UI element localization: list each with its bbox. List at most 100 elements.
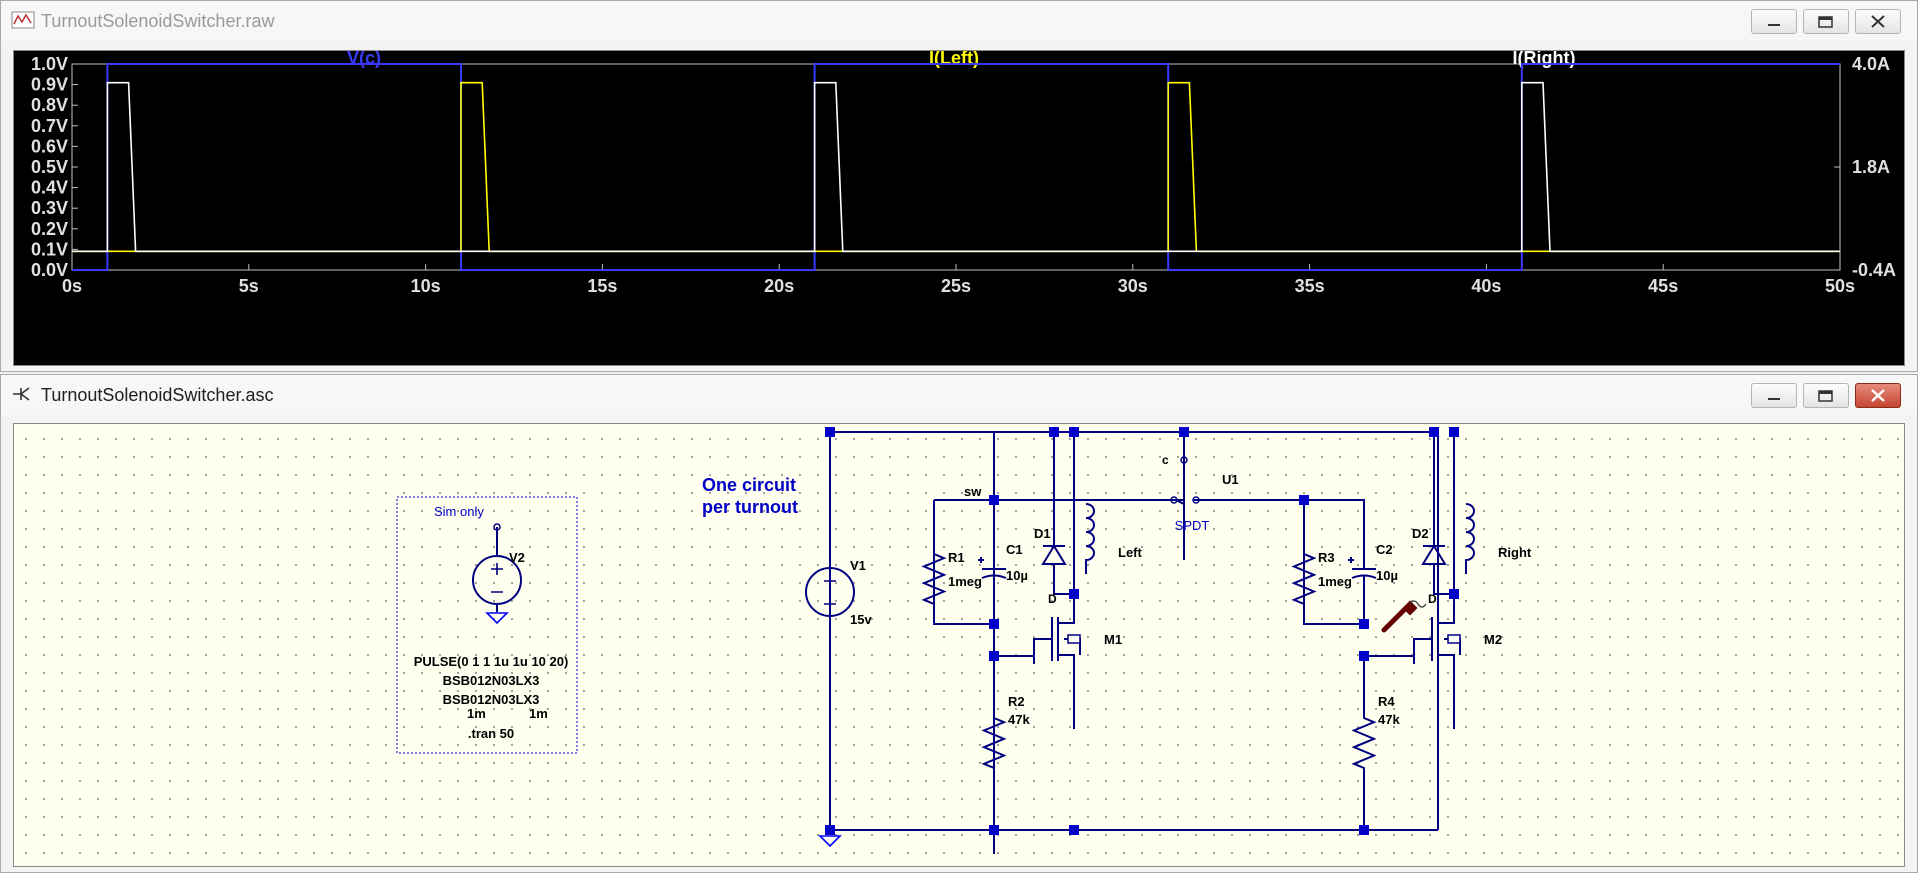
wire-junction <box>1449 427 1459 437</box>
left-solenoid-label: Left <box>1118 545 1143 560</box>
spdt-label: SPDT <box>1175 518 1210 533</box>
schematic-maximize-button[interactable] <box>1803 383 1849 408</box>
plot-close-button[interactable] <box>1855 9 1901 34</box>
note-line-1: One circuit <box>702 475 796 495</box>
plot-frame <box>71 63 1841 271</box>
restore-icon <box>1818 16 1833 28</box>
wire-d1 <box>1053 432 1074 595</box>
v1-source-icon[interactable] <box>805 567 855 617</box>
r3-label: R3 <box>1318 550 1335 565</box>
v2-polarity-icon <box>491 563 503 593</box>
series-line[interactable] <box>72 81 1840 253</box>
d2-model: D <box>1428 592 1437 606</box>
r2-resistor[interactable] <box>981 656 1007 830</box>
wire-junction <box>1069 427 1079 437</box>
r1-resistor[interactable] <box>921 534 947 624</box>
close-icon <box>1871 15 1885 28</box>
note-line-2: per turnout <box>702 497 798 517</box>
y-left-tick-label: 0.0V <box>31 260 68 280</box>
legend-entry[interactable]: I(Right) <box>1513 48 1576 68</box>
x-tick-label: 30s <box>1118 276 1148 296</box>
series-line[interactable] <box>72 63 1840 271</box>
v2-label: V2 <box>509 550 525 565</box>
x-tick-label: 15s <box>587 276 617 296</box>
m2-label: M2 <box>1484 632 1502 647</box>
y-left-tick-label: 1.0V <box>31 54 68 74</box>
d2-diode[interactable] <box>1421 524 1447 584</box>
wire-junction <box>825 427 835 437</box>
schematic-titlebar[interactable]: TurnoutSolenoidSwitcher.asc <box>1 375 1917 415</box>
plot-minimize-button[interactable] <box>1751 9 1797 34</box>
probe-lead-icon <box>1409 600 1427 608</box>
sw-label: sw <box>964 484 982 499</box>
schematic-minimize-button[interactable] <box>1751 383 1797 408</box>
sim-value-2: 1m <box>529 706 548 721</box>
y-right-tick-label: 1.8A <box>1852 157 1890 177</box>
close-icon <box>1871 389 1885 402</box>
wire-junction <box>825 825 835 835</box>
x-tick-label: 45s <box>1648 276 1678 296</box>
y-left-tick-label: 0.6V <box>31 136 68 156</box>
voltage-probe-icon <box>1381 600 1418 633</box>
r1-value: 1meg <box>948 574 982 589</box>
x-tick-label: 40s <box>1471 276 1501 296</box>
left-solenoid-coil[interactable] <box>1085 503 1095 574</box>
wire-junction <box>1299 495 1309 505</box>
wire-junction <box>989 619 999 629</box>
m2-mosfet[interactable] <box>1413 584 1461 729</box>
sim-only-label: Sim only <box>434 504 484 519</box>
wire-junction <box>989 825 999 835</box>
plot-maximize-button[interactable] <box>1803 9 1849 34</box>
x-tick-label: 5s <box>239 276 259 296</box>
schematic-icon <box>11 384 35 409</box>
d1-label: D1 <box>1034 526 1051 541</box>
c2-capacitor[interactable] <box>1348 524 1377 624</box>
c1-label: C1 <box>1006 542 1023 557</box>
wire-m2-gate <box>1364 655 1415 664</box>
m1-mosfet[interactable] <box>1033 584 1081 729</box>
v2-param-line: PULSE(0 1 1 1u 1u 10 20) <box>414 654 569 669</box>
r4-resistor[interactable] <box>1351 656 1377 830</box>
schematic-window-title: TurnoutSolenoidSwitcher.asc <box>41 385 274 405</box>
legend-entry[interactable]: I(Left) <box>929 48 979 68</box>
y-left-tick-label: 0.9V <box>31 75 68 95</box>
waveform-icon <box>11 10 35 35</box>
y-right-tick-label: 4.0A <box>1852 54 1890 74</box>
legend-entry[interactable]: V(c) <box>347 48 381 68</box>
series-line[interactable] <box>72 81 1840 253</box>
y-left-tick-label: 0.3V <box>31 198 68 218</box>
x-tick-label: 35s <box>1295 276 1325 296</box>
wire-m1-gate <box>994 655 1035 664</box>
wire-sw-right <box>1214 499 1365 560</box>
ground-icon <box>818 835 842 848</box>
r2-value: 47k <box>1008 712 1030 727</box>
r4-value: 47k <box>1378 712 1400 727</box>
d1-diode[interactable] <box>1041 524 1067 584</box>
schematic-close-button[interactable] <box>1855 383 1901 408</box>
spdt-left-node <box>1170 496 1178 504</box>
plot-titlebar[interactable]: TurnoutSolenoidSwitcher.raw <box>1 1 1917 41</box>
wire-junction <box>989 495 999 505</box>
wire-junction <box>1069 589 1079 599</box>
wire-junction <box>1359 651 1369 661</box>
y-left-tick-label: 0.5V <box>31 157 68 177</box>
y-left-tick-label: 0.1V <box>31 239 68 259</box>
minimize-icon <box>1768 24 1780 26</box>
spdt-switch[interactable] <box>1175 464 1214 506</box>
r3-resistor[interactable] <box>1291 534 1317 624</box>
c1-capacitor[interactable] <box>978 524 1007 624</box>
spdt-common-node <box>1180 456 1188 464</box>
wire-junction <box>1049 427 1059 437</box>
wire-junction <box>989 651 999 661</box>
v2-ground-icon <box>485 612 509 625</box>
d1-model: D <box>1048 592 1057 606</box>
y-left-tick-label: 0.2V <box>31 219 68 239</box>
right-solenoid-coil[interactable] <box>1465 503 1475 574</box>
wire-junction <box>1359 619 1369 629</box>
plot-window-title: TurnoutSolenoidSwitcher.raw <box>41 11 275 31</box>
y-left-tick-label: 0.7V <box>31 116 68 136</box>
